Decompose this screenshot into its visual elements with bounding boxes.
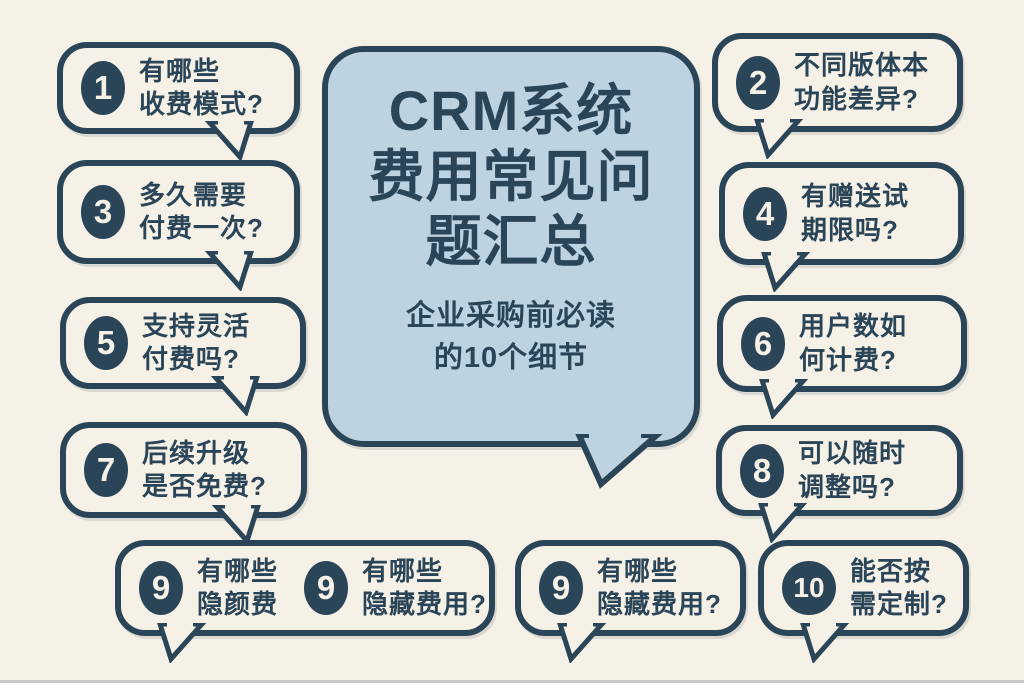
question-line-1: 用户数如	[799, 311, 908, 342]
question-text: 用户数如 何计费?	[799, 310, 907, 377]
question-text: 有哪些 隐藏费用?	[362, 555, 487, 622]
question-line-1: 不同版体本	[794, 50, 930, 81]
question-line-2: 期限吗?	[801, 214, 899, 245]
question-number-badge: 9	[304, 561, 349, 615]
question-number-badge: 4	[743, 186, 787, 241]
bubble-tail-icon	[575, 434, 663, 489]
question-line-2: 何计费?	[799, 344, 897, 375]
question-number-badge: 9	[539, 561, 583, 615]
question-line-1: 有哪些	[362, 555, 444, 586]
question-line-1: 有哪些	[139, 55, 221, 86]
question-bubble-7: 7 后续升级 是否免费?	[60, 422, 307, 545]
question-bubble-6: 6 用户数如 何计费?	[717, 295, 967, 419]
question-text: 有哪些 隐藏费用?	[597, 555, 722, 622]
question-bubble-8: 8 可以随时 调整吗?	[716, 425, 963, 543]
question-bubble-5: 5 支持灵活 付费吗?	[60, 297, 306, 416]
question-line-2: 需定制?	[850, 589, 948, 619]
question-number-badge: 7	[84, 443, 128, 497]
question-text: 后续升级 是否免费?	[142, 437, 267, 504]
bubble-tail-icon	[157, 623, 207, 663]
question-bubble-9-wide: 9 有哪些 隐颜费 9 有哪些 隐藏费用?	[115, 540, 495, 663]
question-line-2: 隐藏费用?	[597, 589, 722, 619]
question-number-badge: 3	[81, 185, 125, 239]
question-number-badge: 1	[81, 61, 125, 115]
bubble-tail-icon	[210, 376, 260, 416]
question-bubble-4: 4 有赠送试 期限吗?	[719, 162, 964, 292]
question-line-1: 后续升级	[142, 437, 251, 468]
question-group-9a: 9 有哪些 隐颜费	[139, 555, 278, 622]
center-subtitle-line-2: 的10个细节	[433, 341, 589, 374]
center-title-line-3: 题汇总	[425, 210, 597, 274]
bubble-tail-icon	[761, 252, 811, 292]
question-number-badge: 6	[741, 316, 785, 371]
bubble-tail-icon	[204, 251, 254, 291]
question-bubble-10: 10 能否按 需定制?	[758, 540, 969, 663]
question-line-2: 付费吗?	[142, 344, 240, 374]
question-text: 可以随时 调整吗?	[798, 437, 906, 504]
question-text: 能否按 需定制?	[850, 555, 948, 622]
question-line-2: 付费一次?	[139, 213, 264, 243]
question-bubble-3: 3 多久需要 付费一次?	[57, 160, 300, 291]
question-text: 有哪些 隐颜费	[197, 555, 278, 622]
question-line-1: 能否按	[850, 555, 932, 586]
question-number-badge: 2	[736, 55, 780, 110]
question-text: 不同版体本 功能差异?	[794, 49, 929, 116]
question-bubble-2: 2 不同版体本 功能差异?	[712, 33, 963, 159]
question-group-9b: 9 有哪些 隐藏费用?	[304, 555, 487, 622]
question-text: 支持灵活 付费吗?	[142, 310, 250, 377]
question-line-1: 有赠送试	[801, 181, 910, 212]
bubble-tail-icon	[211, 505, 261, 545]
question-line-1: 支持灵活	[142, 310, 251, 341]
question-line-2: 是否免费?	[142, 471, 267, 501]
center-subtitle-line-1: 企业采购前必读	[405, 299, 616, 332]
bubble-tail-icon	[204, 121, 254, 161]
bubble-tail-icon	[557, 623, 607, 663]
center-subtitle: 企业采购前必读 的10个细节	[328, 295, 694, 379]
question-line-2: 隐藏费用?	[362, 589, 487, 619]
bubble-tail-icon	[759, 379, 809, 419]
question-number-badge: 10	[782, 561, 836, 615]
question-bubble-9c: 9 有哪些 隐藏费用?	[515, 540, 746, 663]
bubble-tail-icon	[800, 623, 850, 663]
question-text: 多久需要 付费一次?	[139, 179, 264, 246]
question-bubble-1: 1 有哪些 收费模式?	[57, 42, 300, 161]
question-line-1: 有哪些	[597, 555, 679, 586]
question-number-badge: 5	[84, 316, 128, 370]
question-number-badge: 8	[740, 443, 784, 498]
question-line-2: 调整吗?	[798, 471, 896, 502]
question-line-2: 隐颜费	[197, 589, 279, 619]
question-number-badge: 9	[139, 561, 183, 615]
bubble-tail-icon	[758, 503, 808, 543]
center-title-line-2: 费用常见问	[368, 144, 654, 208]
bottom-edge-shade	[0, 680, 1024, 683]
center-title: CRM系统 费用常见问 题汇总	[328, 78, 694, 275]
bubble-tail-icon	[754, 119, 804, 159]
question-text: 有哪些 收费模式?	[139, 55, 264, 122]
center-title-bubble: CRM系统 费用常见问 题汇总 企业采购前必读 的10个细节	[322, 46, 700, 489]
question-line-2: 收费模式?	[139, 89, 264, 119]
question-text: 有赠送试 期限吗?	[801, 180, 909, 247]
question-line-1: 有哪些	[197, 555, 279, 586]
center-title-line-1: CRM系统	[388, 79, 634, 142]
question-line-2: 功能差异?	[794, 83, 919, 114]
question-line-1: 可以随时	[798, 438, 907, 469]
question-line-1: 多久需要	[139, 179, 248, 210]
